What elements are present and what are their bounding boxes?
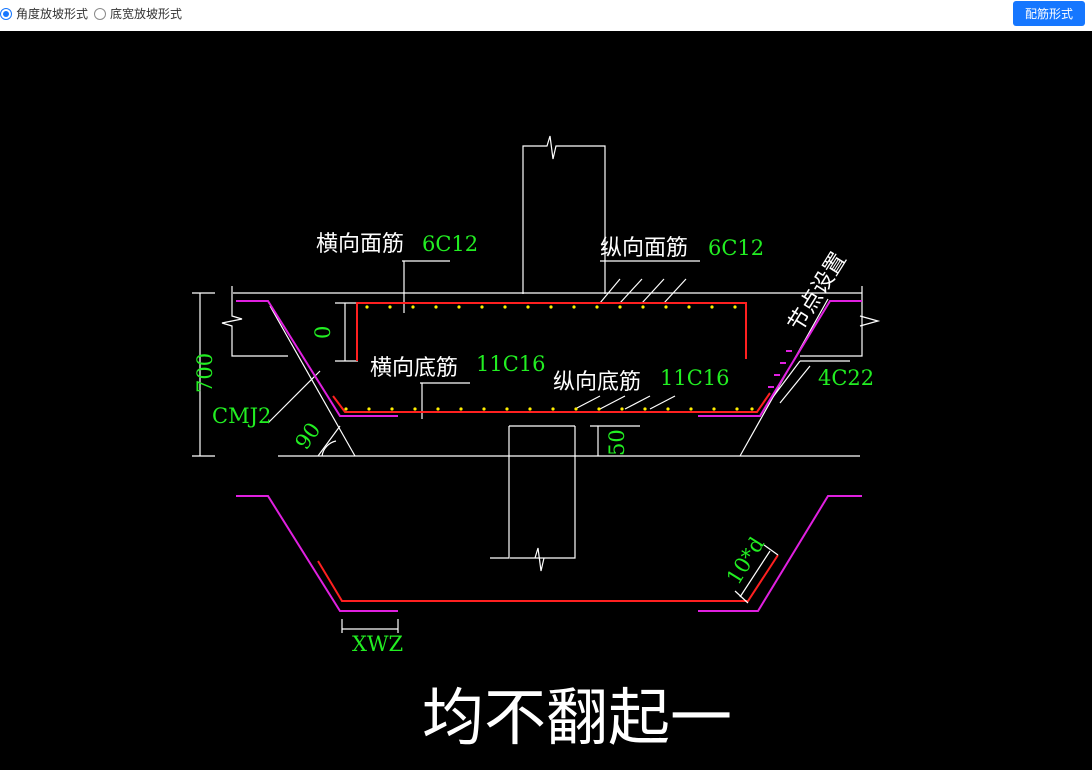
radio-angle-slope[interactable]: 角度放坡形式 [0,5,88,22]
radio-width-slope-label: 底宽放坡形式 [110,7,183,21]
slope-mode-radio-group: 角度放坡形式 底宽放坡形式 [0,5,188,22]
top-longitudinal-value: 6C12 [708,236,764,260]
anchor-dim [739,550,771,598]
drawing-canvas[interactable]: 横向面筋 6C12 纵向面筋 6C12 节点设置 横向底筋 11C16 纵向底筋… [0,31,1092,770]
slope-tick-marks [768,350,792,388]
leader-lines [267,260,850,457]
anchor-dim-tick1 [734,590,749,604]
angle-arc [321,440,337,457]
radio-angle-slope-label: 角度放坡形式 [16,7,89,21]
side-rebar-label[interactable]: CMJ2 [212,404,271,428]
bottom-note-text: 均不翻起一 [422,681,732,754]
bottom-transverse-label: 横向底筋 [370,356,458,381]
bottom-longitudinal-value: 11C16 [660,366,730,390]
node-setting-link[interactable]: 节点设置 [784,248,852,336]
radio-width-slope-indicator[interactable] [94,7,107,20]
cover-dimension[interactable]: 0 [311,326,335,339]
footing-section-drawing: 横向面筋 6C12 纵向面筋 6C12 节点设置 横向底筋 11C16 纵向底筋… [192,135,881,754]
top-longitudinal-label: 纵向面筋 [600,236,688,261]
top-transverse-value: 6C12 [422,232,478,256]
xwz-label[interactable]: XWZ [352,632,403,656]
radio-width-slope[interactable]: 底宽放坡形式 [94,5,182,22]
anchor-dim-tick2 [763,544,779,556]
column-top-outline [522,135,606,294]
footing-outline [221,286,881,457]
toolbar: 角度放坡形式 底宽放坡形式 配筋形式 [0,0,1092,31]
top-transverse-label: 横向面筋 [316,232,404,257]
top-rebar-red [356,302,747,361]
bottom-gap-dimension[interactable]: 50 [605,429,629,456]
side-rebar-magenta [236,300,862,612]
dimension-left [192,292,640,457]
xwz-dimension [341,619,399,633]
radio-angle-slope-indicator[interactable] [0,7,12,20]
angle-value[interactable]: 90 [290,418,325,454]
column-bottom-outline [490,425,576,572]
bottom-longitudinal-label: 纵向底筋 [553,370,641,395]
bottom-transverse-value: 11C16 [476,352,546,376]
bottom-rebar-red [317,392,779,602]
rebar-form-button[interactable]: 配筋形式 [1013,1,1085,26]
height-dimension[interactable]: 700 [193,353,217,393]
rebar-dots [344,305,754,411]
slope-rebar-value[interactable]: 4C22 [818,366,874,390]
